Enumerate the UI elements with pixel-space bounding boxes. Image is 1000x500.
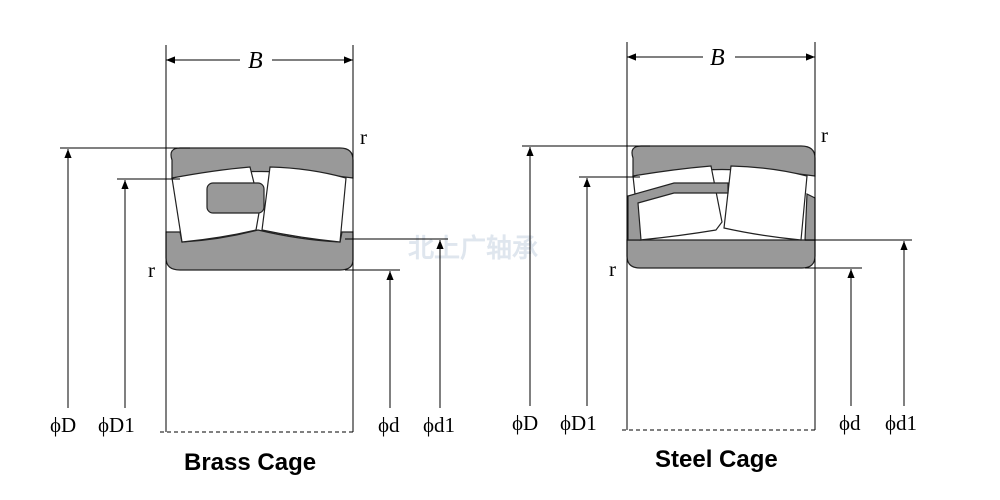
bearing-cross-section [626,145,816,269]
brass-cage [206,182,265,214]
radius-label-bottom: r [609,257,616,281]
outer-diameter-label: ϕD [50,413,76,437]
outer-ring-inner-diameter-label: ϕD1 [560,411,597,435]
inner-ring-outer-diameter-label: ϕd1 [423,413,455,437]
steel-cage [627,182,729,241]
roller-right [723,165,808,241]
steel-cage-bearing: B r r ϕD ϕD1 ϕd ϕd1 Steel Cage [512,42,917,473]
bearing-cross-section [165,147,354,271]
caption: Brass Cage [184,449,316,476]
roller-right [261,166,347,243]
radius-label-top: r [360,125,367,149]
radius-label-bottom: r [148,258,155,282]
steel-cage-right [804,193,816,241]
inner-ring [626,239,816,269]
inner-ring-outer-diameter-label: ϕd1 [885,411,917,435]
outer-diameter-label: ϕD [512,411,538,435]
brass-cage-bearing: B r r ϕD ϕD1 ϕd ϕd1 Brass Cage [50,45,455,476]
bore-diameter-label: ϕd [378,413,400,437]
outer-ring-inner-diameter-label: ϕD1 [98,413,135,437]
width-label: B [710,45,725,71]
caption: Steel Cage [655,446,778,473]
bore-diameter-label: ϕd [839,411,861,435]
roller-left [632,165,723,241]
width-label: B [248,48,263,74]
radius-label-top: r [821,123,828,147]
